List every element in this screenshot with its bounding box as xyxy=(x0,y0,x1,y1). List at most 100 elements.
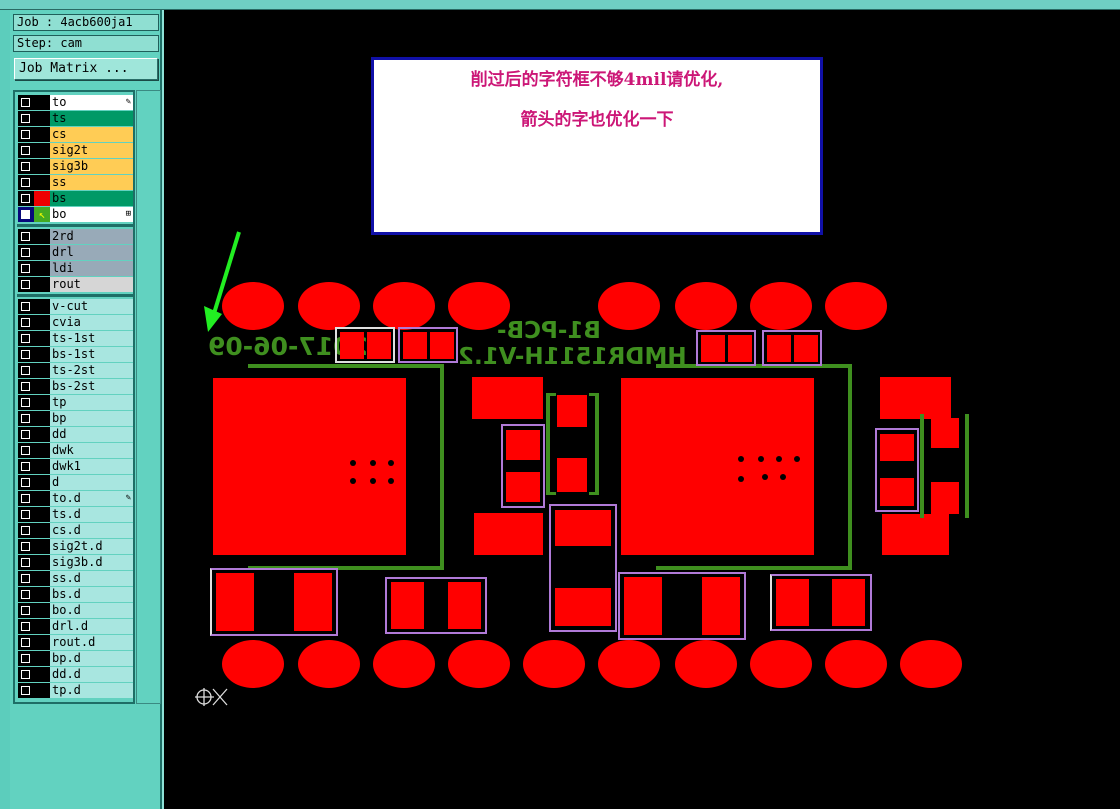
layer-row-cs-d[interactable]: cs.d xyxy=(17,523,135,538)
layer-display-color[interactable] xyxy=(34,315,50,330)
layer-display-color[interactable] xyxy=(34,587,50,602)
layer-checkbox[interactable] xyxy=(18,555,34,570)
layer-row-2rd[interactable]: 2rd xyxy=(17,229,135,244)
layer-checkbox[interactable] xyxy=(18,395,34,410)
layer-row-rout-d[interactable]: rout.d xyxy=(17,635,135,650)
layer-name[interactable]: sig3b.d xyxy=(50,555,133,570)
layer-row-ss-d[interactable]: ss.d xyxy=(17,571,135,586)
layer-checkbox[interactable] xyxy=(18,175,34,190)
layer-name[interactable]: bp.d xyxy=(50,651,133,666)
layer-checkbox[interactable] xyxy=(18,603,34,618)
layer-row-ts-d[interactable]: ts.d xyxy=(17,507,135,522)
work-layer-arrow-icon[interactable]: ↖ xyxy=(34,207,50,222)
layer-name[interactable]: ts.d xyxy=(50,507,133,522)
layer-name[interactable]: cs xyxy=(50,127,133,142)
layer-name[interactable]: tp xyxy=(50,395,133,410)
layer-name[interactable]: cs.d xyxy=(50,523,133,538)
layer-display-color[interactable] xyxy=(34,507,50,522)
layer-row-v-cut[interactable]: v-cut xyxy=(17,299,135,314)
layer-row-ts[interactable]: ts xyxy=(17,111,135,126)
layer-checkbox[interactable] xyxy=(18,143,34,158)
layer-row-ts-2st[interactable]: ts-2st xyxy=(17,363,135,378)
layer-checkbox[interactable] xyxy=(18,229,34,244)
layer-checkbox[interactable] xyxy=(18,571,34,586)
layer-checkbox[interactable] xyxy=(18,507,34,522)
layer-name[interactable]: bp xyxy=(50,411,133,426)
layer-name[interactable]: bo⊞ xyxy=(50,207,133,222)
layer-checkbox[interactable] xyxy=(18,411,34,426)
layer-name[interactable]: ts-1st xyxy=(50,331,133,346)
layer-display-color[interactable] xyxy=(34,571,50,586)
layer-row-sig2t-d[interactable]: sig2t.d xyxy=(17,539,135,554)
layer-name[interactable]: bs xyxy=(50,191,133,206)
layer-display-color[interactable] xyxy=(34,603,50,618)
layer-row-drl[interactable]: drl xyxy=(17,245,135,260)
layer-name[interactable]: bs.d xyxy=(50,587,133,602)
layer-row-tp[interactable]: tp xyxy=(17,395,135,410)
layer-checkbox[interactable] xyxy=(18,331,34,346)
layer-name[interactable]: rout xyxy=(50,277,133,292)
layer-row-drl-d[interactable]: drl.d xyxy=(17,619,135,634)
layer-checkbox[interactable] xyxy=(18,427,34,442)
layer-checkbox[interactable] xyxy=(18,95,34,110)
layer-display-color[interactable] xyxy=(34,95,50,110)
layer-display-color[interactable] xyxy=(34,191,50,206)
layer-row-dwk1[interactable]: dwk1 xyxy=(17,459,135,474)
layer-name[interactable]: to.d✎ xyxy=(50,491,133,506)
layer-row-ts-1st[interactable]: ts-1st xyxy=(17,331,135,346)
layer-name[interactable]: bs-1st xyxy=(50,347,133,362)
layer-row-bp-d[interactable]: bp.d xyxy=(17,651,135,666)
layer-row-rout[interactable]: rout xyxy=(17,277,135,292)
layer-name[interactable]: v-cut xyxy=(50,299,133,314)
layer-name[interactable]: cvia xyxy=(50,315,133,330)
layer-checkbox[interactable] xyxy=(18,379,34,394)
layer-checkbox[interactable] xyxy=(18,261,34,276)
layer-name[interactable]: sig3b xyxy=(50,159,133,174)
layer-name[interactable]: sig2t xyxy=(50,143,133,158)
layer-checkbox[interactable] xyxy=(18,683,34,698)
layer-display-color[interactable] xyxy=(34,363,50,378)
layer-display-color[interactable] xyxy=(34,277,50,292)
layer-name[interactable]: ss xyxy=(50,175,133,190)
layer-display-color[interactable] xyxy=(34,175,50,190)
layer-display-color[interactable] xyxy=(34,539,50,554)
layer-name[interactable]: ts-2st xyxy=(50,363,133,378)
layer-name[interactable]: sig2t.d xyxy=(50,539,133,554)
layer-row-dwk[interactable]: dwk xyxy=(17,443,135,458)
layer-checkbox[interactable] xyxy=(18,207,34,222)
layer-display-color[interactable] xyxy=(34,459,50,474)
layer-display-color[interactable] xyxy=(34,619,50,634)
layer-name[interactable]: ss.d xyxy=(50,571,133,586)
layer-checkbox[interactable] xyxy=(18,443,34,458)
layer-name[interactable]: d xyxy=(50,475,133,490)
layer-name[interactable]: bo.d xyxy=(50,603,133,618)
layer-row-ss[interactable]: ss xyxy=(17,175,135,190)
layer-name[interactable]: drl.d xyxy=(50,619,133,634)
layer-row-sig3b-d[interactable]: sig3b.d xyxy=(17,555,135,570)
layer-checkbox[interactable] xyxy=(18,299,34,314)
graphics-canvas[interactable]: 削过后的字符框不够4mil请优化, 箭头的字也优化一下 2017-06-09 B… xyxy=(164,10,1120,809)
layer-display-color[interactable] xyxy=(34,159,50,174)
layer-display-color[interactable] xyxy=(34,523,50,538)
layer-display-color[interactable] xyxy=(34,555,50,570)
layer-display-color[interactable] xyxy=(34,683,50,698)
layer-checkbox[interactable] xyxy=(18,459,34,474)
layer-checkbox[interactable] xyxy=(18,651,34,666)
layer-display-color[interactable] xyxy=(34,261,50,276)
layer-name[interactable]: 2rd xyxy=(50,229,133,244)
layer-display-color[interactable] xyxy=(34,245,50,260)
layer-row-cs[interactable]: cs xyxy=(17,127,135,142)
layer-row-bs-2st[interactable]: bs-2st xyxy=(17,379,135,394)
layer-row-to-d[interactable]: to.d✎ xyxy=(17,491,135,506)
layer-display-color[interactable] xyxy=(34,395,50,410)
layer-checkbox[interactable] xyxy=(18,111,34,126)
layer-name[interactable]: bs-2st xyxy=(50,379,133,394)
layer-checkbox[interactable] xyxy=(18,347,34,362)
layer-display-color[interactable] xyxy=(34,635,50,650)
layer-row-bs-d[interactable]: bs.d xyxy=(17,587,135,602)
layer-display-color[interactable] xyxy=(34,127,50,142)
layer-checkbox[interactable] xyxy=(18,245,34,260)
layer-row-to[interactable]: to✎ xyxy=(17,95,135,110)
layer-checkbox[interactable] xyxy=(18,523,34,538)
layer-display-color[interactable] xyxy=(34,347,50,362)
